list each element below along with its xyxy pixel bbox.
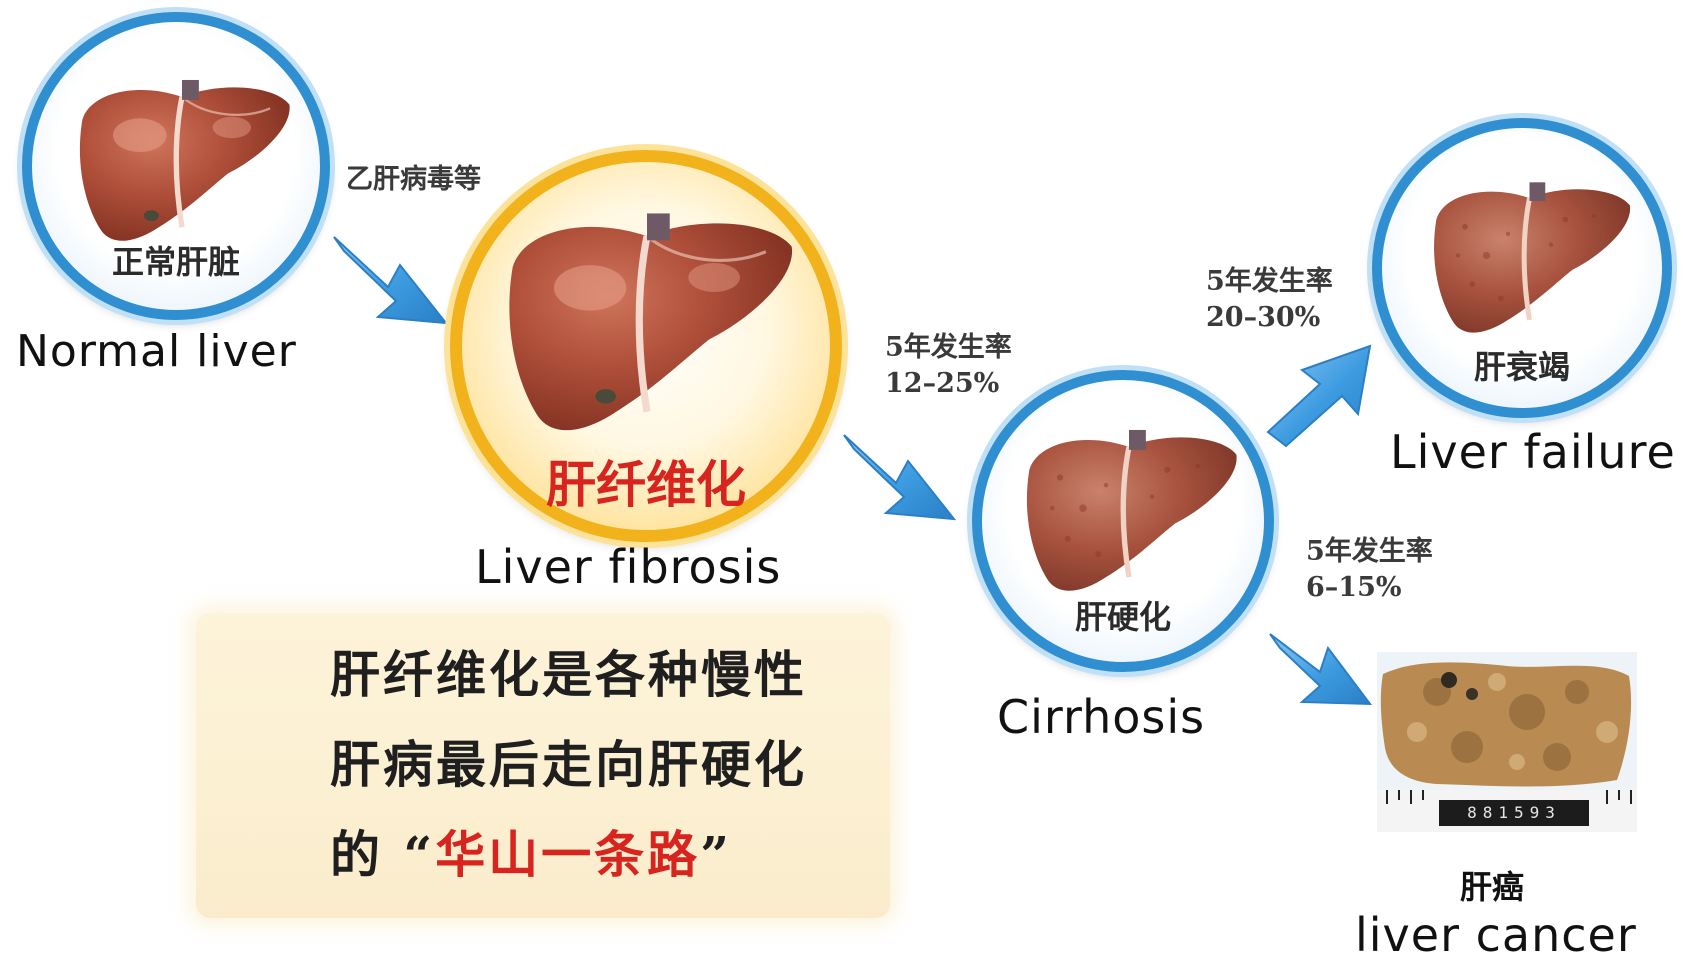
- failure-en-label: Liver failure: [1390, 425, 1676, 479]
- summary-callout: 肝纤维化是各种慢性 肝病最后走向肝硬化 的 “华山一条路”: [196, 613, 890, 918]
- normal-liver-cn-label: 正常肝脏: [32, 237, 320, 283]
- cancer-en-label: liver cancer: [1355, 908, 1637, 962]
- failure-cn-label: 肝衰竭: [1382, 342, 1662, 388]
- rate-value-cirrhosis: 12–25%: [885, 366, 999, 402]
- callout-open-quote: “: [403, 825, 435, 884]
- rate-label-cirrhosis: 5年发生率: [885, 330, 1012, 366]
- normal-liver-en-label: Normal liver: [16, 326, 297, 377]
- cirrhosis-liver-image: [1014, 422, 1244, 602]
- fibrosis-cn-label: 肝纤维化: [462, 445, 830, 517]
- callout-line-1: 肝纤维化是各种慢性: [330, 635, 807, 707]
- callout-line-3: 的 “华山一条路”: [330, 815, 732, 887]
- cancer-cn-label: 肝癌: [1460, 862, 1524, 908]
- cirrhosis-cn-label: 肝硬化: [982, 592, 1264, 638]
- fibrosis-liver-image: [492, 204, 802, 444]
- rate-value-failure: 20–30%: [1206, 300, 1320, 336]
- callout-highlight: 华山一条路: [435, 826, 700, 884]
- callout-line-3-prefix: 的: [330, 825, 383, 884]
- callout-line-2: 肝病最后走向肝硬化: [330, 725, 807, 797]
- transition-label-virus: 乙肝病毒等: [346, 162, 481, 198]
- rate-label-failure: 5年发生率: [1206, 264, 1333, 300]
- normal-liver-image: [67, 72, 297, 252]
- fibrosis-liver-circle: 肝纤维化: [450, 150, 842, 542]
- arrow-cirrhosis-to-cancer: [1262, 600, 1374, 710]
- failure-liver-circle: 肝衰竭: [1372, 118, 1672, 418]
- callout-close-quote: ”: [700, 825, 732, 884]
- arrow-normal-to-fibrosis: [326, 205, 454, 327]
- cirrhosis-liver-circle: 肝硬化: [972, 370, 1274, 672]
- cirrhosis-en-label: Cirrhosis: [997, 690, 1205, 744]
- rate-label-cancer: 5年发生率: [1306, 534, 1433, 570]
- rate-value-cancer: 6–15%: [1306, 570, 1402, 606]
- scale-ruler: 881593: [1377, 790, 1637, 832]
- cancer-tissue-image: [1377, 652, 1637, 792]
- arrow-fibrosis-to-cirrhosis: [838, 405, 960, 523]
- normal-liver-circle: 正常肝脏: [22, 12, 330, 320]
- failure-liver-image: [1422, 174, 1637, 344]
- fibrosis-en-label: Liver fibrosis: [475, 540, 781, 594]
- ruler-label: 881593: [1449, 803, 1579, 822]
- arrow-cirrhosis-to-failure: [1258, 340, 1376, 452]
